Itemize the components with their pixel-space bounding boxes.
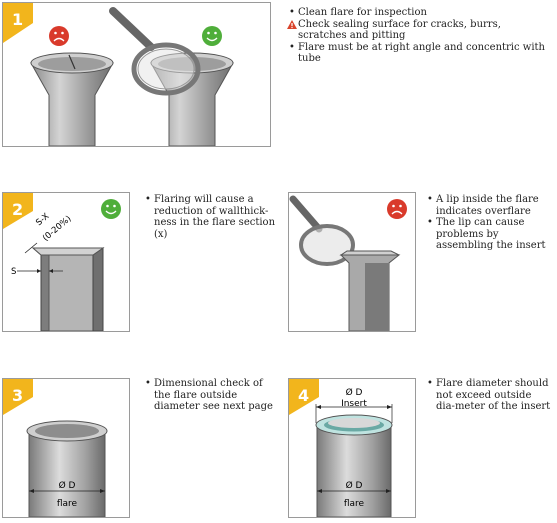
od-flare-label: Ø D — [346, 480, 363, 491]
step-badge — [3, 3, 33, 43]
step-1-illustration: 1 — [2, 2, 271, 147]
flare-label: flare — [344, 499, 365, 509]
instruction-item: •The lip can cause problems by assemblin… — [427, 217, 546, 251]
step-number: 2 — [12, 200, 23, 219]
flare-label: flare — [57, 499, 78, 509]
step-3-instructions: •Dimensional check of the flare outside … — [145, 378, 275, 413]
step-4-illustration: 4 Ø D Insert Ø D flare — [288, 378, 416, 518]
overflare-illustration — [288, 192, 416, 332]
insert-label: Insert — [341, 399, 367, 409]
instruction-item: •A lip inside the flare indicates overfl… — [427, 194, 539, 217]
step-badge — [289, 379, 319, 415]
step-badge — [3, 193, 33, 229]
step-1-instructions: •Clean flare for inspection Check sealin… — [287, 7, 551, 65]
step-4-drawing: 4 Ø D Insert Ø D flare — [289, 379, 393, 517]
happy-face-icon — [202, 26, 222, 46]
sx-label: S-X — [34, 211, 51, 228]
overflare-drawing — [289, 195, 407, 331]
overflare-instructions: •A lip inside the flare indicates overfl… — [427, 194, 553, 252]
step-number: 3 — [12, 386, 23, 405]
step-3-illustration: 3 Ø D flare — [2, 378, 130, 518]
instruction-item: Check sealing surface for cracks, burrs,… — [287, 19, 551, 42]
step-number: 1 — [12, 10, 23, 29]
od-insert-label: Ø D — [346, 387, 363, 398]
happy-face-icon — [101, 199, 121, 219]
step-2-instructions: •Flaring will cause a reduction of wallt… — [145, 194, 275, 240]
od-label: Ø D — [59, 480, 76, 491]
instruction-item: •Flare must be at right angle and concen… — [289, 41, 545, 65]
step-2-drawing: 2 S-X (0-20%) S — [3, 193, 121, 331]
warning-icon — [287, 19, 297, 29]
instruction-item: •Clean flare for inspection — [289, 7, 427, 18]
step-2-illustration: 2 S-X (0-20%) S — [2, 192, 130, 332]
instruction-item: •Dimensional check of the flare outside … — [145, 378, 273, 412]
sad-face-icon — [49, 26, 69, 46]
step-4-instructions: •Flare diameter should not exceed outsid… — [427, 378, 553, 413]
s-label: S — [11, 267, 16, 277]
step-3-drawing: 3 Ø D flare — [3, 379, 108, 517]
instruction-item: •Flare diameter should not exceed outsid… — [427, 378, 551, 412]
instruction-item: •Flaring will cause a reduction of wallt… — [145, 194, 276, 240]
sad-face-icon — [387, 199, 407, 219]
step-1-drawing: 1 — [3, 3, 234, 146]
step-badge — [3, 379, 33, 415]
step-number: 4 — [298, 386, 309, 405]
